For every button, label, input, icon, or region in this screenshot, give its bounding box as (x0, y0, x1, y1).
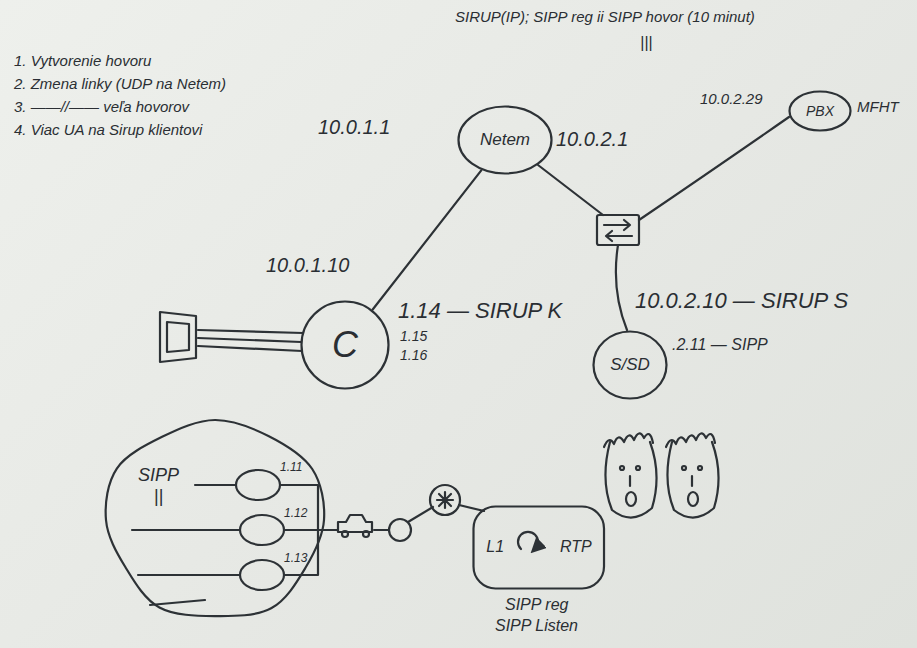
asterisk-symbol (437, 492, 453, 508)
user-agent-oval (240, 560, 284, 590)
link-line (374, 529, 389, 531)
client-circle: C (300, 300, 390, 390)
board-label: 1. Vytvorenie hovoru (14, 52, 151, 69)
board-label: 10.0.2.1 (556, 128, 628, 151)
node-text: L1 (486, 538, 504, 556)
face-eye (698, 466, 702, 470)
board-label: 1.14 — SIRUP K (398, 298, 562, 323)
circle-outline (459, 107, 552, 174)
rounded-outline (474, 507, 605, 589)
phone-symbol (160, 312, 196, 362)
node-text: || (154, 486, 163, 507)
board-label: SIPP Listen (495, 617, 578, 635)
board-label: MFHT (857, 98, 899, 115)
board-label: .2.11 — SIPP (672, 336, 768, 354)
board-label: ||| (640, 34, 652, 52)
node-text: S/SD (610, 355, 650, 375)
face-outline (667, 442, 718, 518)
cloud-outline (106, 420, 325, 616)
face-outline (605, 442, 656, 518)
phone-wire (198, 346, 302, 351)
hatch-line (132, 529, 240, 531)
car-wheel (342, 531, 348, 537)
board-label: 10.0.1.1 (318, 116, 390, 139)
node-text: SIPP (138, 465, 179, 486)
text-group: C (332, 324, 358, 365)
face-mouth (688, 492, 698, 506)
board-label: 10.0.2.10 — SIRUP S (635, 288, 848, 313)
board-label: 4. Viac UA na Sirup klientovi (14, 121, 202, 138)
switch-symbol (597, 215, 639, 245)
hatch-line (138, 574, 240, 576)
network-link (538, 165, 603, 215)
board-label: 10.0.2.29 (700, 90, 763, 107)
face-eye (636, 466, 640, 470)
face-nose (691, 476, 693, 486)
face-eye (620, 466, 624, 470)
switch-arrow (606, 231, 632, 241)
node-text: RTP (560, 538, 592, 556)
network-link (639, 117, 789, 220)
rtp-box: L1 RTP (472, 505, 606, 590)
netem-circle: Netem (457, 105, 553, 175)
board-label: 1.13 (284, 552, 307, 566)
face-eye (682, 466, 686, 470)
phone-wire (198, 338, 301, 342)
rtp-loop (518, 532, 538, 549)
star-circle (430, 485, 460, 515)
board-label: 3. ——//—— veľa hovorov (14, 98, 189, 115)
car-wheel (363, 531, 369, 537)
board-label: SIRUP(IP); SIPP reg ii SIPP hovor (10 mi… (455, 8, 755, 25)
node-text: Netem (480, 130, 530, 150)
text-group: S/SD (610, 355, 650, 375)
server-circle: S/SD (592, 330, 668, 400)
switch-arrow (604, 220, 630, 230)
pbx-circle: PBX (788, 90, 852, 132)
circle-outline (302, 302, 389, 389)
phone-screen (167, 322, 189, 352)
board-label: 2. Zmena linky (UDP na Netem) (14, 75, 226, 92)
board-label: 10.0.1.10 (266, 254, 349, 277)
network-link (616, 245, 627, 330)
hatch-line (150, 600, 205, 605)
node-text: PBX (806, 103, 834, 119)
face-mouth (626, 492, 636, 506)
text-group: L1 RTP (486, 538, 592, 556)
user-agent-oval (240, 515, 284, 545)
link-line (459, 505, 484, 511)
circle-outline (790, 92, 851, 131)
user-agent-oval (236, 470, 280, 500)
board-label: 1.16 (400, 347, 427, 363)
face-nose (629, 476, 631, 486)
board-label: 1.12 (284, 507, 307, 521)
hatch-line (195, 484, 236, 486)
board-label: 1.11 (280, 461, 302, 475)
car-sketch (338, 515, 372, 532)
text-group: Netem (480, 130, 530, 150)
face-hair (666, 433, 715, 447)
board-label: 1.15 (400, 328, 427, 344)
text-group: PBX (806, 103, 834, 119)
text-group: SIPP|| (138, 465, 179, 506)
face-hair (604, 433, 653, 447)
phone-wire (198, 330, 303, 333)
network-link (373, 170, 482, 309)
circle-outline (594, 332, 667, 399)
link-line (408, 507, 433, 522)
board-label: SIPP reg (505, 596, 568, 614)
node-text: C (332, 324, 358, 365)
